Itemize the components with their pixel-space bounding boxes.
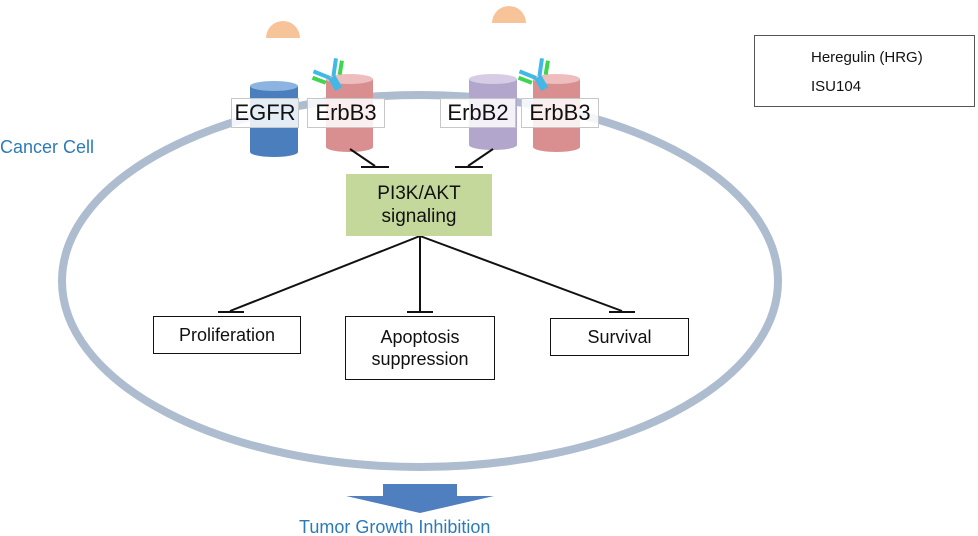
proliferation-box: Proliferation: [153, 316, 301, 354]
legend-heregulin-label: Heregulin (HRG): [811, 49, 923, 66]
apoptosis-line-1: Apoptosis: [380, 327, 460, 347]
erbb2-label: ErbB2: [440, 98, 516, 128]
erbb3-right-label: ErbB3: [521, 98, 599, 128]
heregulin-ligand-left: [266, 21, 300, 38]
tumor-growth-inhibition-label: Tumor Growth Inhibition: [299, 517, 491, 536]
cell-membrane: [58, 91, 782, 471]
apoptosis-line-2: suppression: [371, 349, 469, 369]
legend-isu104-label: ISU104: [811, 78, 862, 95]
legend: Heregulin (HRG) ISU104: [754, 35, 975, 107]
signaling-branches: [218, 235, 635, 313]
down-arrow-icon: [346, 484, 494, 513]
heregulin-ligand-right: [492, 6, 526, 23]
receptor-inhibition-lines: [349, 148, 494, 168]
signaling-line-2: signaling: [381, 206, 457, 227]
egfr-label: EGFR: [231, 98, 299, 128]
erbb3-left-label: ErbB3: [307, 98, 385, 128]
pi3k-akt-signaling-box: PI3K/AKT signaling: [346, 174, 492, 236]
signaling-line-1: PI3K/AKT: [377, 183, 461, 204]
survival-box: Survival: [550, 318, 689, 356]
cancer-cell-label: Cancer Cell: [0, 137, 95, 157]
apoptosis-suppression-box: Apoptosis suppression: [345, 316, 495, 380]
